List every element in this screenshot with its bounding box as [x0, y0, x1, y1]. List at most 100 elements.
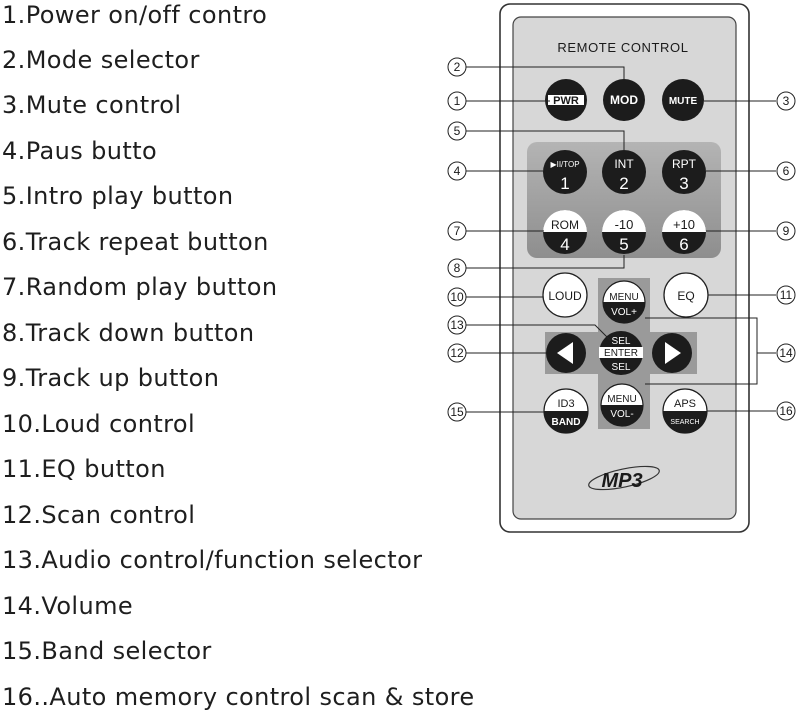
legend-item: 10.Loud control [2, 410, 196, 438]
aps-label: APS [674, 398, 696, 410]
callout-number: 6 [783, 164, 790, 178]
int-label: INT [614, 157, 634, 171]
legend-item: 6.Track repeat button [2, 228, 269, 256]
legend-item: 13.Audio control/function selector [2, 546, 423, 574]
minus-ten-label: -10 [615, 217, 634, 232]
legend-item: 2.Mode selector [2, 46, 200, 74]
callout-number: 1 [454, 94, 461, 108]
legend-item: 16..Auto memory control scan & store [2, 683, 475, 711]
plus-ten-label: +10 [673, 217, 695, 232]
intro-button[interactable]: INT 2 [602, 150, 646, 194]
mute-label: MUTE [669, 96, 698, 107]
scan-right-button[interactable] [652, 333, 692, 373]
callout-number: 9 [783, 224, 790, 238]
callout-13: 13 [447, 315, 467, 335]
callout-8: 8 [447, 258, 467, 278]
callout-9: 9 [776, 221, 796, 241]
callout-number: 10 [450, 290, 464, 304]
pwr-button[interactable]: PWR [545, 79, 587, 121]
legend-item: 14.Volume [2, 592, 134, 620]
legend-item: 8.Track down button [2, 319, 255, 347]
eq-label: EQ [677, 289, 694, 303]
mp3-logo: MP3 [588, 465, 660, 492]
callout-number: 8 [454, 261, 461, 275]
callout-16: 16 [776, 401, 796, 421]
callout-14: 14 [776, 343, 796, 363]
button-number: 5 [619, 235, 628, 254]
play-pause-button[interactable]: ▶II/TOP 1 [543, 150, 587, 194]
legend-item: 3.Mute control [2, 91, 182, 119]
vol-up-label: VOL+ [611, 307, 637, 318]
random-button[interactable]: ROM 4 [540, 208, 590, 254]
menu-down-label: MENU [607, 394, 636, 405]
remote-title: REMOTE CONTROL [557, 40, 688, 55]
legend-item: 7.Random play button [2, 273, 278, 301]
callout-1: 1 [447, 91, 467, 111]
callout-11: 11 [776, 285, 796, 305]
legend-item: 5.Intro play button [2, 182, 234, 210]
rom-label: ROM [551, 218, 579, 232]
search-label: SEARCH [670, 419, 699, 426]
vol-down-label: VOL- [610, 409, 633, 420]
menu-vol-down-button[interactable]: MENU VOL- [600, 383, 644, 427]
callout-12: 12 [447, 343, 467, 363]
eq-button[interactable]: EQ [663, 272, 709, 318]
callout-4: 4 [447, 161, 467, 181]
button-number: 1 [560, 174, 569, 193]
mod-label: MOD [610, 93, 638, 107]
loud-label: LOUD [548, 289, 582, 303]
legend-item: 12.Scan control [2, 501, 196, 529]
menu-up-label: MENU [609, 292, 638, 303]
rpt-label: RPT [672, 157, 697, 171]
mod-button[interactable]: MOD [603, 79, 645, 121]
legend-item: 11.EQ button [2, 455, 166, 483]
mute-button[interactable]: MUTE [662, 79, 704, 121]
callout-number: 13 [450, 318, 464, 332]
callout-number: 12 [450, 346, 464, 360]
callout-number: 4 [454, 164, 461, 178]
button-number: 3 [679, 174, 688, 193]
sel-top-label: SEL [612, 336, 631, 347]
callout-number: 2 [454, 60, 461, 74]
scan-left-button[interactable] [546, 333, 586, 373]
button-number: 4 [560, 235, 569, 254]
button-number: 2 [619, 174, 628, 193]
right-arrow-icon [665, 342, 681, 364]
track-up-button[interactable]: +10 6 [659, 208, 709, 254]
callout-3: 3 [776, 91, 796, 111]
callout-number: 7 [454, 224, 461, 238]
callout-10: 10 [447, 287, 467, 307]
callout-number: 11 [780, 288, 793, 302]
legend-item: 9.Track up button [2, 364, 220, 392]
button-number: 6 [679, 235, 688, 254]
callout-number: 14 [779, 346, 793, 360]
left-arrow-icon [557, 342, 573, 364]
sel-enter-button[interactable]: SEL ENTER SEL [599, 331, 643, 375]
aps-search-button[interactable]: APS SEARCH [662, 388, 708, 434]
id3-label: ID3 [557, 398, 574, 410]
legend-item: 15.Band selector [2, 637, 212, 665]
callout-number: 5 [454, 124, 461, 138]
mp3-logo-text: MP3 [601, 470, 642, 492]
callout-7: 7 [447, 221, 467, 241]
enter-label: ENTER [604, 348, 638, 359]
callout-5: 5 [447, 121, 467, 141]
loud-button[interactable]: LOUD [542, 272, 588, 318]
sel-bottom-label: SEL [612, 362, 631, 373]
repeat-button[interactable]: RPT 3 [662, 150, 706, 194]
band-button[interactable]: ID3 BAND [540, 387, 592, 434]
pwr-label: PWR [553, 95, 579, 107]
callout-markers: 1 2 3 4 5 6 7 8 9 10 11 12 13 14 15 16 [447, 57, 796, 422]
band-label: BAND [552, 417, 581, 428]
play-pause-label: ▶II/TOP [550, 160, 579, 169]
track-down-button[interactable]: -10 5 [599, 208, 649, 254]
callout-number: 15 [450, 405, 464, 419]
legend-item: 4.Paus butto [2, 137, 158, 165]
legend-item: 1.Power on/off contro [2, 1, 268, 29]
callout-15: 15 [447, 402, 467, 422]
menu-vol-up-button[interactable]: MENU VOL+ [602, 280, 646, 324]
leader-lines [465, 66, 776, 413]
callout-number: 16 [779, 404, 793, 418]
callout-number: 3 [783, 94, 790, 108]
